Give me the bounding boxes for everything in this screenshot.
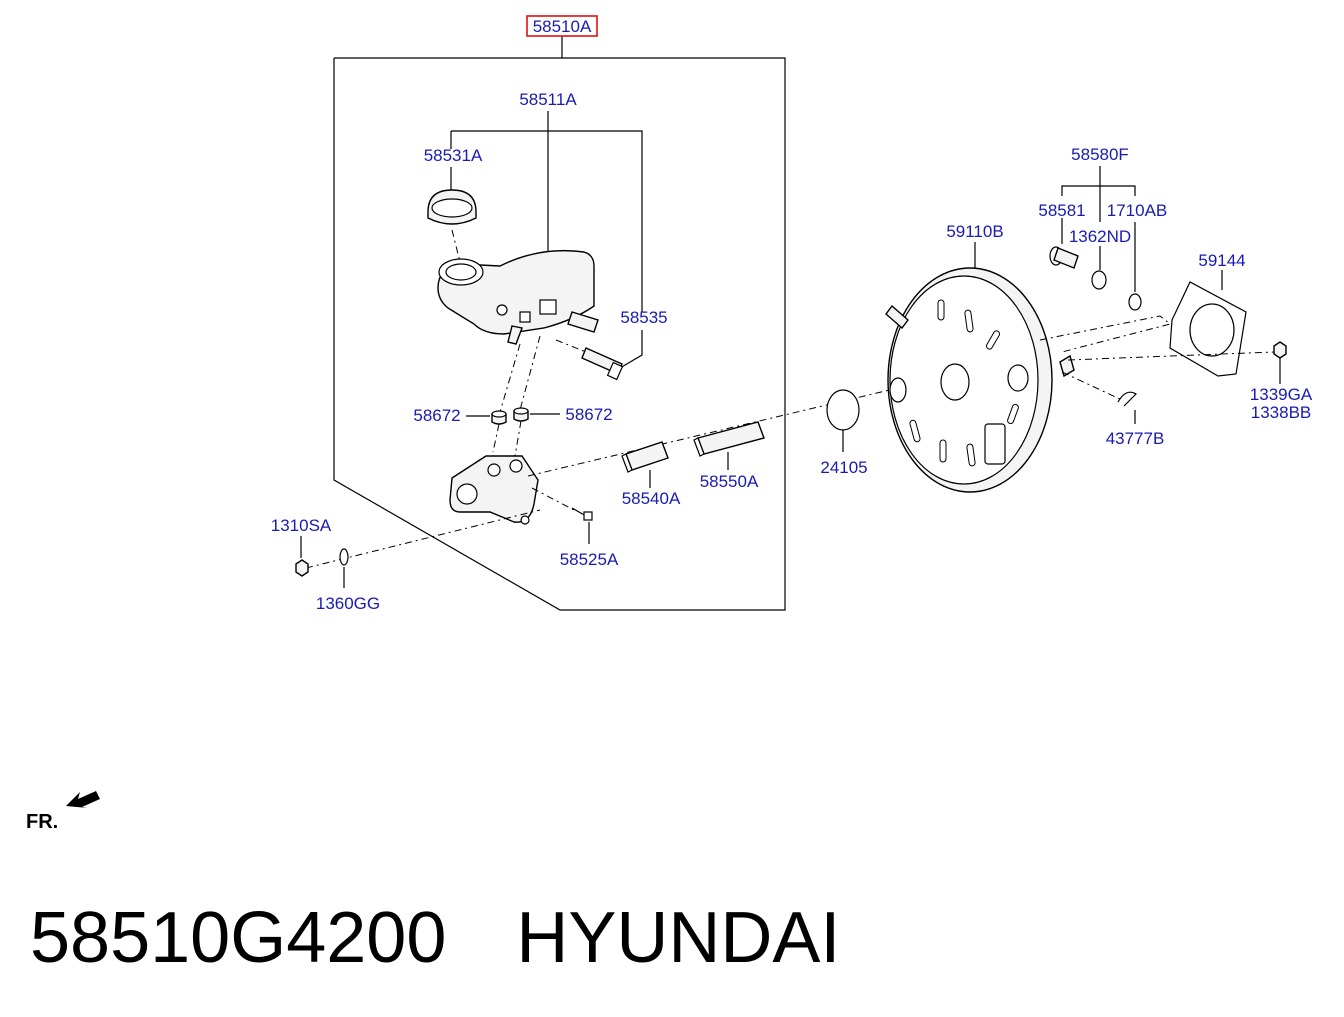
grommet-left-icon [491, 410, 507, 425]
assembly-frame [333, 36, 786, 611]
label-pin[interactable]: 58581 [1038, 201, 1085, 220]
clip-ring-icon [1091, 270, 1107, 290]
label-grommet-left[interactable]: 58672 [413, 406, 460, 425]
assembly-highlight-box[interactable] [526, 15, 598, 37]
screw-icon [571, 507, 593, 521]
label-gasket[interactable]: 59144 [1198, 251, 1245, 270]
gasket-icon [1169, 281, 1247, 377]
footer-brand: HYUNDAI [516, 898, 841, 978]
reservoir-cap-icon [427, 189, 477, 225]
label-clip-ring[interactable]: 1362ND [1069, 227, 1131, 246]
reservoir-leaders [450, 111, 643, 369]
label-nut-b[interactable]: 1338BB [1251, 403, 1312, 422]
label-assembly[interactable]: 58510A [533, 17, 592, 36]
label-booster[interactable]: 59110B [946, 222, 1003, 241]
brake-booster-icon [885, 267, 1075, 493]
washer-icon [339, 548, 349, 566]
parts-diagram: 58510A 58511A 58531A 58535 [26, 15, 1313, 833]
footer: 58510G4200 HYUNDAI [30, 888, 1330, 988]
label-snap-ring[interactable]: 1710AB [1107, 201, 1168, 220]
label-cap[interactable]: 58531A [424, 146, 483, 165]
oring-icon [826, 389, 860, 431]
label-oring[interactable]: 24105 [820, 458, 867, 477]
pin-icon [1049, 246, 1079, 269]
pushrod-a-icon [621, 441, 669, 473]
nut-right-icon [1273, 341, 1287, 359]
label-clip[interactable]: 43777B [1106, 429, 1165, 448]
nut-icon [295, 559, 309, 577]
label-pushrod-a[interactable]: 58540A [622, 489, 681, 508]
label-sensor-bolt[interactable]: 58535 [620, 308, 667, 327]
label-screw[interactable]: 58525A [560, 550, 619, 569]
footer-part-number: 58510G4200 [30, 898, 447, 978]
label-reservoir[interactable]: 58511A [519, 90, 577, 109]
master-cylinder-icon [449, 455, 539, 525]
pin-kit-leaders [1061, 166, 1136, 292]
label-grommet-right[interactable]: 58672 [565, 405, 612, 424]
label-nut[interactable]: 1310SA [271, 516, 332, 535]
reservoir-icon [437, 249, 599, 345]
sensor-bolt-icon [581, 347, 624, 381]
label-nut-a[interactable]: 1339GA [1250, 385, 1313, 404]
front-arrow-icon [66, 791, 100, 808]
grommet-right-icon [513, 407, 529, 422]
label-pin-kit[interactable]: 58580F [1071, 145, 1129, 164]
label-pushrod-b[interactable]: 58550A [700, 472, 759, 491]
pushrod-b-icon [693, 421, 765, 457]
label-washer[interactable]: 1360GG [316, 594, 380, 613]
clip-icon [1117, 391, 1137, 407]
front-marker: FR. [26, 811, 58, 833]
snap-ring-icon [1128, 293, 1142, 311]
